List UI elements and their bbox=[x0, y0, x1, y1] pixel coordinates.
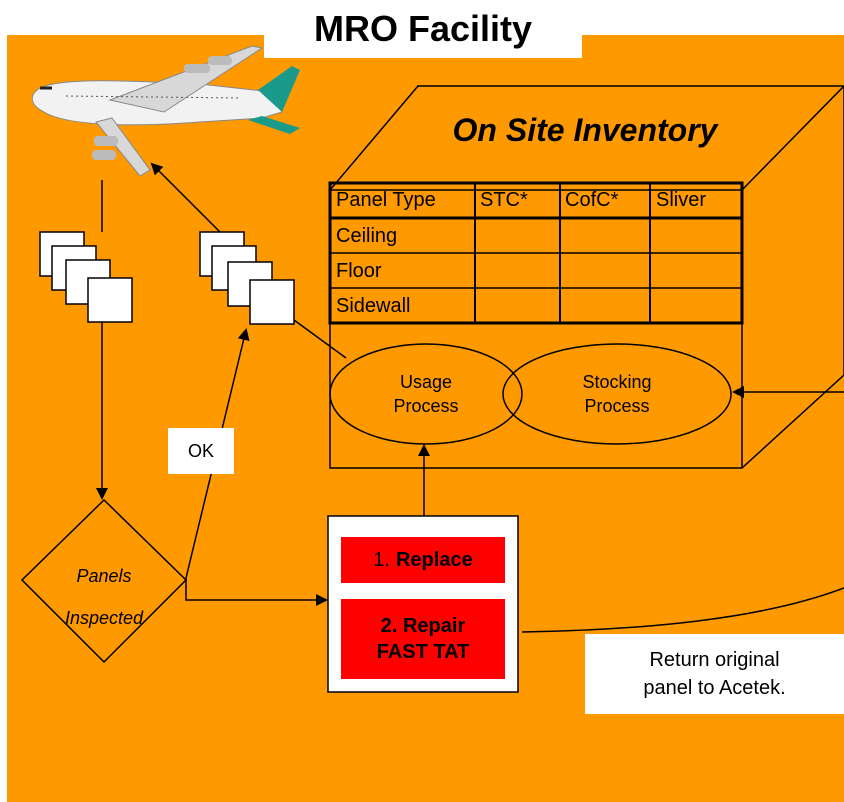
return-note-line1: Return original bbox=[649, 649, 780, 671]
decision-diamond bbox=[20, 498, 188, 664]
replace-number: 1. bbox=[373, 548, 390, 571]
row-sidewall: Sidewall bbox=[336, 295, 411, 317]
page-title: MRO Facility bbox=[264, 0, 582, 58]
column-sliver: Sliver bbox=[656, 189, 707, 211]
column-cofc: CofC* bbox=[565, 189, 619, 211]
return-note-line2: panel to Acetek. bbox=[643, 677, 786, 699]
panel-stack-right bbox=[199, 231, 295, 325]
return-note: Return original panel to Acetek. bbox=[585, 634, 844, 714]
replace-label: Replace bbox=[395, 548, 473, 571]
usage-process-line1: Usage bbox=[399, 372, 453, 392]
repair-line1: 2. Repair bbox=[380, 615, 466, 637]
stocking-process-line1: Stocking bbox=[582, 372, 652, 392]
inventory-table-grid bbox=[328, 181, 744, 325]
row-floor: Floor bbox=[336, 260, 382, 282]
row-ceiling: Ceiling bbox=[336, 225, 398, 247]
usage-process-line2: Process bbox=[393, 396, 459, 416]
decision-line1: Panels bbox=[76, 566, 132, 586]
ok-label: OK bbox=[168, 428, 234, 474]
repair-line2: FAST TAT bbox=[376, 641, 470, 663]
stocking-process-label: Stocking Process bbox=[552, 370, 682, 418]
usage-process-label: Usage Process bbox=[370, 370, 482, 418]
inventory-box bbox=[329, 85, 844, 469]
stocking-process-ellipse bbox=[502, 343, 732, 445]
panel-stack-left bbox=[39, 231, 133, 323]
inventory-title: On Site Inventory bbox=[452, 112, 718, 148]
column-stc: STC* bbox=[480, 189, 528, 211]
decision-line2: Inspected bbox=[64, 608, 144, 628]
stocking-process-line2: Process bbox=[584, 396, 650, 416]
airplane-icon bbox=[31, 45, 300, 177]
repair-option: 2. Repair FAST TAT bbox=[340, 598, 506, 680]
column-panel-type: Panel Type bbox=[336, 189, 436, 211]
replace-option: 1. Replace bbox=[340, 536, 506, 584]
